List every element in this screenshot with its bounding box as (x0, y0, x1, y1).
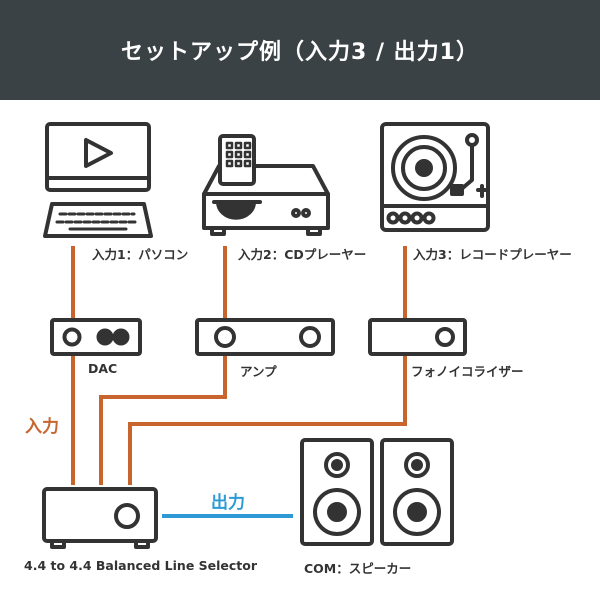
device-label-phono: フォノイコライザー (411, 364, 524, 379)
page-title: セットアップ例（入力3 / 出力1） (121, 40, 479, 65)
header-bar: セットアップ例（入力3 / 出力1） (0, 0, 600, 100)
speaker-icon (300, 438, 454, 546)
source-label-pc: 入力1：パソコン (92, 247, 189, 262)
output-tag: 出力 (211, 493, 245, 513)
dac-icon (50, 318, 142, 356)
speaker-label: COM：スピーカー (304, 561, 412, 576)
line-selector-icon (42, 487, 158, 549)
selector-label: 4.4 to 4.4 Balanced Line Selector (24, 558, 258, 573)
amplifier-icon (195, 318, 335, 356)
connection-amp-to-selector (99, 356, 227, 485)
turntable-icon (380, 122, 490, 232)
device-label-amp: アンプ (240, 364, 277, 379)
cd-player-icon (202, 134, 330, 236)
phono-equalizer-icon (368, 318, 467, 356)
computer-icon (43, 122, 153, 238)
source-label-turntable: 入力3：レコードプレーヤー (413, 247, 572, 262)
connection-phono-to-selector (128, 356, 407, 485)
device-label-dac: DAC (88, 361, 118, 376)
source-label-cd: 入力2：CDプレーヤー (238, 247, 367, 262)
input-tag: 入力 (25, 417, 59, 437)
